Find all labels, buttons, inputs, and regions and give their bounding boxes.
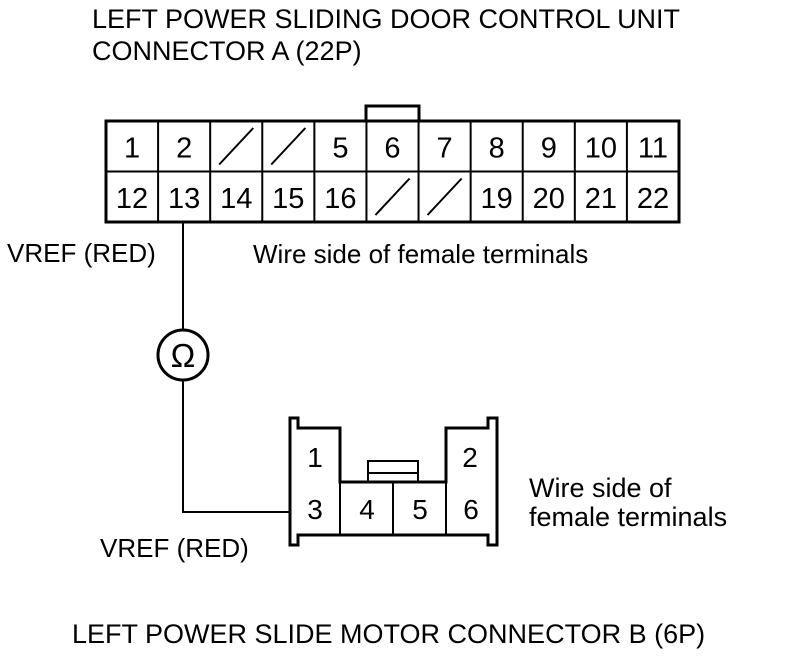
terminal-a-7: 7: [437, 132, 453, 164]
ohmmeter-icon: Ω: [156, 328, 210, 382]
connector-b-latch: [367, 460, 419, 474]
terminal-a-1: 1: [124, 132, 140, 164]
terminal-a-20: 20: [533, 183, 565, 215]
connector-b: 1 2 3 4 5 6: [288, 416, 499, 547]
terminal-a-13: 13: [168, 183, 200, 215]
empty-cavity-slash: [374, 177, 411, 216]
terminal-a-12: 12: [116, 183, 148, 215]
terminal-a-2: 2: [176, 132, 192, 164]
ohm-symbol: Ω: [171, 337, 196, 374]
terminal-a-22: 22: [637, 183, 669, 215]
empty-cavity-slash: [270, 127, 307, 166]
terminal-b-3: 3: [307, 494, 323, 525]
terminal-a-10: 10: [585, 132, 617, 164]
terminal-a-11: 11: [638, 132, 668, 164]
connector-a-title-line2: CONNECTOR A (22P): [92, 36, 362, 66]
connector-a-wire-side-label: Wire side of female terminals: [253, 239, 589, 269]
terminal-a-8: 8: [489, 132, 505, 164]
terminal-a-14: 14: [220, 183, 252, 215]
terminal-b-2: 2: [462, 442, 478, 473]
terminal-b-5: 5: [412, 494, 428, 525]
terminal-b-4: 4: [359, 494, 375, 525]
connector-b-wire-side-line1: Wire side of: [529, 473, 672, 503]
vref-label-b: VREF (RED): [100, 533, 249, 563]
empty-cavity-slash: [426, 177, 463, 216]
vref-label-a: VREF (RED): [7, 238, 156, 268]
terminal-a-5: 5: [332, 132, 348, 164]
connector-b-title: LEFT POWER SLIDE MOTOR CONNECTOR B (6P): [72, 619, 706, 649]
terminal-b-1: 1: [307, 442, 323, 473]
terminal-a-19: 19: [481, 183, 513, 215]
connector-b-wire-side-line2: female terminals: [529, 502, 728, 532]
probe-wire-b: [182, 380, 291, 513]
terminal-a-15: 15: [272, 183, 304, 215]
empty-cavity-slash: [218, 127, 255, 166]
terminal-a-9: 9: [541, 132, 557, 164]
connector-a-title-line1: LEFT POWER SLIDING DOOR CONTROL UNIT: [92, 4, 681, 34]
terminal-a-21: 21: [585, 183, 617, 215]
terminal-a-6: 6: [384, 132, 400, 164]
terminal-b-6: 6: [463, 494, 479, 525]
terminal-a-16: 16: [324, 183, 356, 215]
